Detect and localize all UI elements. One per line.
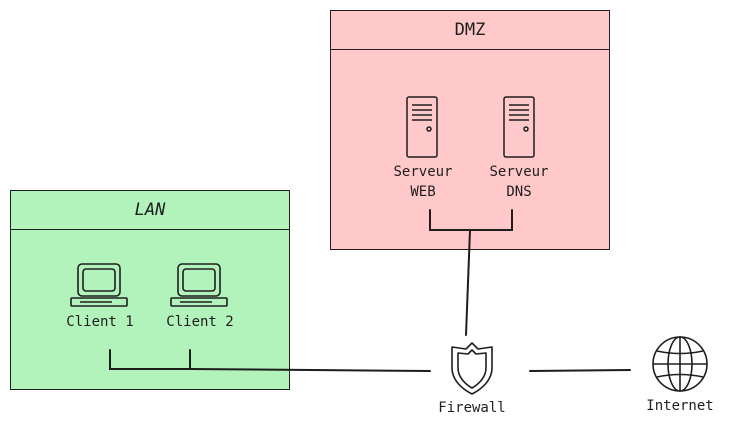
computer-icon xyxy=(70,263,128,307)
server-web-label-line2: WEB xyxy=(410,184,436,200)
server-web-label: Serveur WEB xyxy=(385,162,461,202)
lan-bus xyxy=(109,349,191,370)
firewall-to-internet-link xyxy=(529,369,631,372)
dmz-zone-title: DMZ xyxy=(331,11,609,50)
lan-zone-title: LAN xyxy=(11,191,289,230)
client-1-label: Client 1 xyxy=(66,314,134,330)
internet-label: Internet xyxy=(646,398,714,414)
dmz-bus xyxy=(429,209,513,231)
globe-icon xyxy=(652,336,708,392)
server-dns-label-line2: DNS xyxy=(506,184,532,200)
dmz-to-firewall-link xyxy=(465,229,471,336)
dmz-zone: DMZ xyxy=(330,10,610,250)
server-dns-label: Serveur DNS xyxy=(481,162,557,202)
server-icon xyxy=(503,96,535,158)
firewall-label: Firewall xyxy=(438,400,506,416)
shield-icon xyxy=(451,342,493,395)
server-dns-label-line1: Serveur xyxy=(489,164,549,180)
computer-icon xyxy=(170,263,228,307)
client-2-label: Client 2 xyxy=(166,314,234,330)
lan-zone: LAN xyxy=(10,190,290,390)
server-icon xyxy=(406,96,438,158)
server-web-label-line1: Serveur xyxy=(393,164,453,180)
lan-to-firewall-link xyxy=(189,368,431,372)
